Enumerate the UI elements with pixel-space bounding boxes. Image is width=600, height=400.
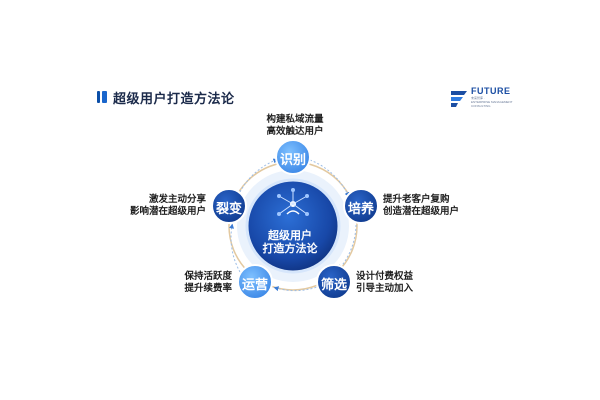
desc-cultivate-line-2: 创造潜在超级用户 (383, 206, 460, 217)
node-fission (211, 188, 247, 224)
desc-fission-line-1: 激发主动分享 (148, 194, 206, 205)
center-label: 超级用户 打造方法论 (255, 229, 325, 255)
center-line-1: 超级用户 (268, 229, 312, 242)
stage-name-cultivate: 培养 (347, 202, 374, 217)
desc-screen: 设计付费权益 引导主动加入 (356, 271, 413, 295)
cycle-arrows (229, 158, 357, 292)
desc-screen-line-1: 设计付费权益 (356, 271, 414, 282)
logo-subtitle-1: 未来智库 · (471, 96, 485, 100)
desc-cultivate: 提升老客户复购 创造潜在超级用户 (383, 194, 459, 218)
logo-wordmark: FUTURE (471, 86, 511, 96)
node-cultivate (343, 188, 379, 224)
logo-subtitle-2: ENTERPRISE MANAGEMENT (471, 100, 513, 104)
desc-fission: 激发主动分享 影响潜在超级用户 (126, 194, 206, 218)
brand-logo: FUTURE 未来智库 · ENTERPRISE MANAGEMENT CONS… (449, 86, 513, 110)
node-identify (275, 139, 311, 175)
desc-cultivate-line-1: 提升老客户复购 (383, 194, 450, 205)
center-core (245, 178, 341, 274)
stage-name-operate: 运营 (241, 278, 268, 293)
stage-name-fission: 裂变 (215, 202, 242, 217)
node-operate (237, 264, 273, 300)
title-bar: 超级用户打造方法论 (97, 89, 235, 107)
desc-operate-line-1: 保持活跃度 (184, 271, 232, 282)
title-mark-icon (97, 91, 107, 103)
desc-identify: 构建私域流量 高效触达用户 (264, 114, 326, 138)
desc-identify-line-2: 高效触达用户 (266, 126, 324, 137)
node-screen (316, 264, 352, 300)
desc-operate-line-2: 提升续费率 (184, 283, 232, 294)
desc-identify-line-1: 构建私域流量 (266, 114, 324, 125)
stage-name-identify: 识别 (279, 153, 306, 168)
desc-screen-line-2: 引导主动加入 (356, 283, 414, 294)
logo-icon (451, 91, 467, 107)
desc-operate: 保持活跃度 提升续费率 (174, 271, 232, 295)
user-network-icon (277, 188, 309, 216)
stage-name-screen: 筛选 (320, 278, 347, 293)
logo-subtitle-3: CONSULTING (471, 104, 491, 108)
center-line-2: 打造方法论 (262, 242, 318, 255)
page-title: 超级用户打造方法论 (113, 91, 235, 107)
desc-fission-line-2: 影响潜在超级用户 (129, 206, 206, 217)
